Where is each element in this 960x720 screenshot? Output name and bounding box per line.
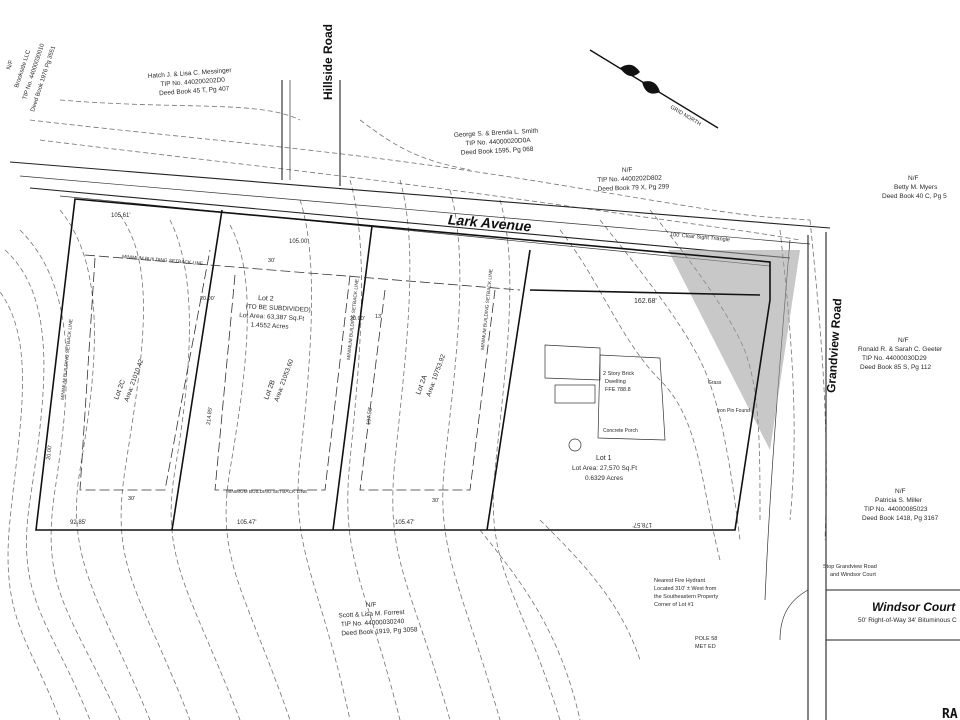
grandview-road-label: Grandview Road [824,298,845,393]
grass-label: Grass [708,380,722,386]
owner5-line1: N/F [898,337,909,344]
met-ed-label: MET ED [695,644,716,650]
dim-d9: 20.00' [350,316,365,322]
owner6-line4: Deed Book 1418, Pg 3167 [862,515,939,522]
dim-d15: 30' [432,498,439,504]
dim-d4: 92.85' [70,520,86,526]
windsor-court-label: Windsor Court [872,600,956,614]
dim-d16: 30' [268,258,275,264]
owner4-line3: Deed Book 40 C, Pg 5 [882,193,947,200]
lot2-title: Lot 2 [258,295,274,303]
house-footprint [544,344,666,452]
owner1-line2: TIP No. 440200202D0 [160,77,225,89]
dim-d5: 105.47' [237,520,257,526]
lot2-area: Lot Area: 63,387 Sq.Ft [239,312,305,322]
owner8-line1: N/F [6,59,15,70]
dim-d2: 105.00' [289,239,309,245]
dim-d6: 105.47' [395,520,415,526]
lot2b-area: Area: 21053.60 [273,358,295,403]
house-label-1: 2 Story Brick [603,371,634,377]
setback-label-top: MINIMUM BUILDING SETBACK LINE [122,254,204,267]
dim-d3: 162.68' [634,298,657,305]
owner7-line2: Scott & Lisa M. Forrest [338,609,405,619]
owner7-line3: TIP No. 44000030240 [341,618,405,628]
lot1-title: Lot 1 [596,455,612,462]
nearest-note-4: Corner of Lot #1 [654,602,694,608]
dim-d12: 197.53' [366,407,374,425]
lot2-acres: 1.4552 Acres [250,322,289,331]
owner6-line2: Patricia S. Miller [875,497,923,504]
owner2-line2: TIP No. 44000020D0A [465,137,531,147]
owner4-line1: N/F [908,175,919,182]
porch-label: Concrete Porch [603,428,638,434]
sight-triangle-note: 100' Clear Sight Triangle [670,232,730,243]
iron-pin-label: Iron Pin Found [717,408,750,414]
north-arrow: GRID NORTH [589,49,719,129]
stop-note-2: and Windsor Court [830,572,876,578]
pole-label: POLE 58 [695,636,717,642]
dim-d8: 20.00' [200,296,215,302]
contour-lines [0,99,827,720]
lark-avenue-road [9,161,831,267]
owner5-line3: TIP No. 44000030D29 [862,355,927,362]
house-label-2: Dwelling [605,379,626,385]
setback-label-left: MINIMUM BUILDING SETBACK LINE [60,319,74,400]
lot2c-area: Area: 21010.42 [123,358,145,403]
owner7-line1: N/F [366,601,377,609]
dim-d11: 214.85' [206,407,214,425]
dim-d14: 30' [128,496,135,502]
lot-boundaries [35,198,771,531]
owner5-line2: Ronald R. & Sarah C. Geeter [858,346,943,353]
nearest-note-1: Nearest Fire Hydrant [654,578,706,584]
windsor-court-note: 50' Right-of-Way 34' Bituminous C [858,617,957,624]
lot2-sub: (TO BE SUBDIVIDED) [245,303,311,313]
house-label-3: FFE 788.8 [605,387,631,393]
owner3-line1: N/F [622,167,633,174]
grandview-road [764,232,960,720]
lot1-area: Lot Area: 27,570 Sq.Ft [572,465,637,472]
dim-d13: 13' [375,314,382,320]
lot2a-area: Area: 19753.92 [425,353,447,398]
clear-sight-triangle [668,250,800,450]
stop-note-1: Stop Grandview Road [823,564,877,570]
dim-d1: 105.61' [111,213,131,219]
owner6-line3: TIP No. 44000085023 [864,506,928,513]
owner3-line3: Deed Book 79 X, Pg 299 [597,183,669,193]
owner2-line3: Deed Book 1595, Pg 068 [461,146,534,157]
owner1-line3: Deed Book 45 T, Pg 407 [159,85,230,97]
owner3-line2: TIP No. 4400202D802 [597,175,662,184]
owner-labels: Hatch J. & Lisa C. Messinger TIP No. 440… [6,42,947,637]
owner6-line1: N/F [895,488,906,495]
lark-avenue-label: Lark Avenue [447,211,532,234]
setback-label-bottom: MINIMUM BUILDING SETBACK LINE [226,489,307,495]
setback-lines [79,249,521,491]
hillside-road [281,80,341,186]
owner5-line4: Deed Book 85 S, Pg 112 [860,364,931,371]
nearest-note-2: Located 310' ± West from [654,586,717,592]
owner2-line1: George S. & Brenda L. Smith [454,128,539,139]
nearest-note-3: the Southeastern Property [654,594,718,600]
corner-tag: RA [942,707,958,720]
owner7-line4: Deed Book 1919, Pg 3058 [341,626,418,637]
dim-d7: 20.00' [46,445,54,460]
lot1-acres: 0.6329 Acres [585,475,624,482]
owner4-line2: Betty M. Myers [894,184,938,191]
hillside-road-label: Hillside Road [321,24,335,100]
dim-d10: 178.57' [633,521,653,527]
